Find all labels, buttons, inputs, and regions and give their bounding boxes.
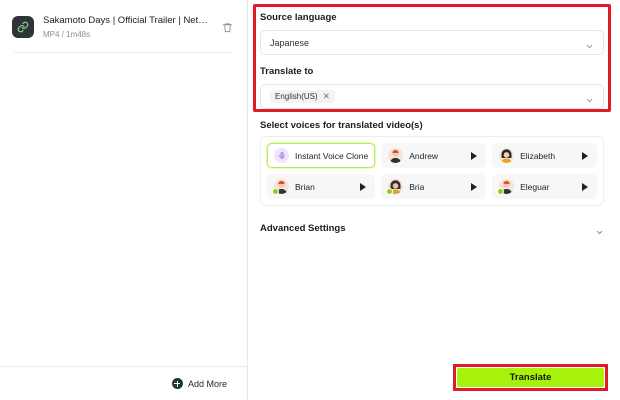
voice-name: Instant Voice Clone (295, 150, 369, 161)
voice-name: Bria (409, 181, 425, 192)
play-icon[interactable] (360, 182, 367, 191)
file-name: Sakamoto Days | Official Trailer | Netfl… (43, 15, 210, 26)
translate-to-select[interactable]: English(US) ✕ (260, 84, 604, 109)
language-chip-label: English(US) (275, 92, 318, 101)
close-icon[interactable]: ✕ (322, 91, 330, 102)
status-badge (386, 188, 394, 195)
file-meta: Sakamoto Days | Official Trailer | Netfl… (43, 14, 210, 40)
voice-card-brian[interactable]: Brian (267, 174, 376, 199)
chevron-down-icon (585, 38, 594, 49)
add-more-label: Add More (187, 378, 227, 389)
chevron-down-icon (585, 92, 594, 103)
voice-card-andrew[interactable]: Andrew (381, 143, 487, 168)
voice-card-elizabeth[interactable]: Elizabeth (492, 143, 597, 168)
advanced-settings-label: Advanced Settings (260, 222, 346, 234)
play-icon[interactable] (582, 182, 588, 191)
voice-name: Andrew (409, 150, 439, 161)
avatar-brian (272, 179, 289, 195)
source-language-group: Source language Japanese (260, 12, 604, 55)
file-list-divider (14, 52, 233, 53)
advanced-settings-toggle[interactable]: Advanced Settings (260, 217, 604, 239)
add-more-bar: Add More (0, 366, 247, 400)
status-badge (497, 188, 505, 195)
voice-name: Brian (295, 181, 315, 192)
play-icon[interactable] (471, 182, 478, 191)
source-language-label: Source language (260, 12, 337, 23)
translate-button-area: Translate (453, 364, 608, 391)
voice-grid: Instant Voice Clone Andrew Elizabeth (260, 136, 604, 206)
play-icon[interactable] (471, 151, 478, 160)
source-language-select[interactable]: Japanese (260, 30, 604, 55)
status-badge (272, 188, 279, 195)
plus-circle-icon (171, 378, 183, 389)
avatar-eleguar (497, 179, 515, 195)
translate-button[interactable]: Translate (457, 368, 604, 387)
source-language-value: Japanese (270, 37, 310, 48)
add-more-button[interactable]: Add More (171, 378, 227, 389)
file-list-panel: Sakamoto Days | Official Trailer | Netfl… (0, 0, 248, 400)
voice-name: Elizabeth (520, 150, 556, 161)
list-item[interactable]: Sakamoto Days | Official Trailer | Netfl… (0, 0, 247, 52)
play-icon[interactable] (582, 151, 588, 160)
voice-card-eleguar[interactable]: Eleguar (492, 174, 597, 199)
voice-name: Eleguar (520, 181, 550, 192)
language-chip[interactable]: English(US) ✕ (270, 90, 335, 103)
translate-to-label: Translate to (260, 66, 314, 77)
translate-to-group: Translate to English(US) ✕ (260, 66, 604, 109)
link-file-icon (12, 16, 34, 38)
translate-settings-panel: Source language Japanese Translate to En… (248, 0, 620, 400)
voices-section-label: Select voices for translated video(s) (260, 120, 423, 131)
avatar-bria (386, 179, 404, 195)
microphone-icon (274, 148, 289, 163)
avatar-elizabeth (499, 148, 515, 163)
voice-card-bria[interactable]: Bria (381, 174, 487, 199)
translate-to-chip-list: English(US) ✕ (270, 90, 585, 103)
chevron-down-icon (595, 224, 604, 234)
delete-file-button[interactable] (219, 19, 235, 35)
file-format-duration: MP4 / 1m48s (43, 30, 91, 39)
voice-card-instant-voice-clone[interactable]: Instant Voice Clone (267, 143, 376, 168)
avatar-andrew (388, 148, 404, 163)
